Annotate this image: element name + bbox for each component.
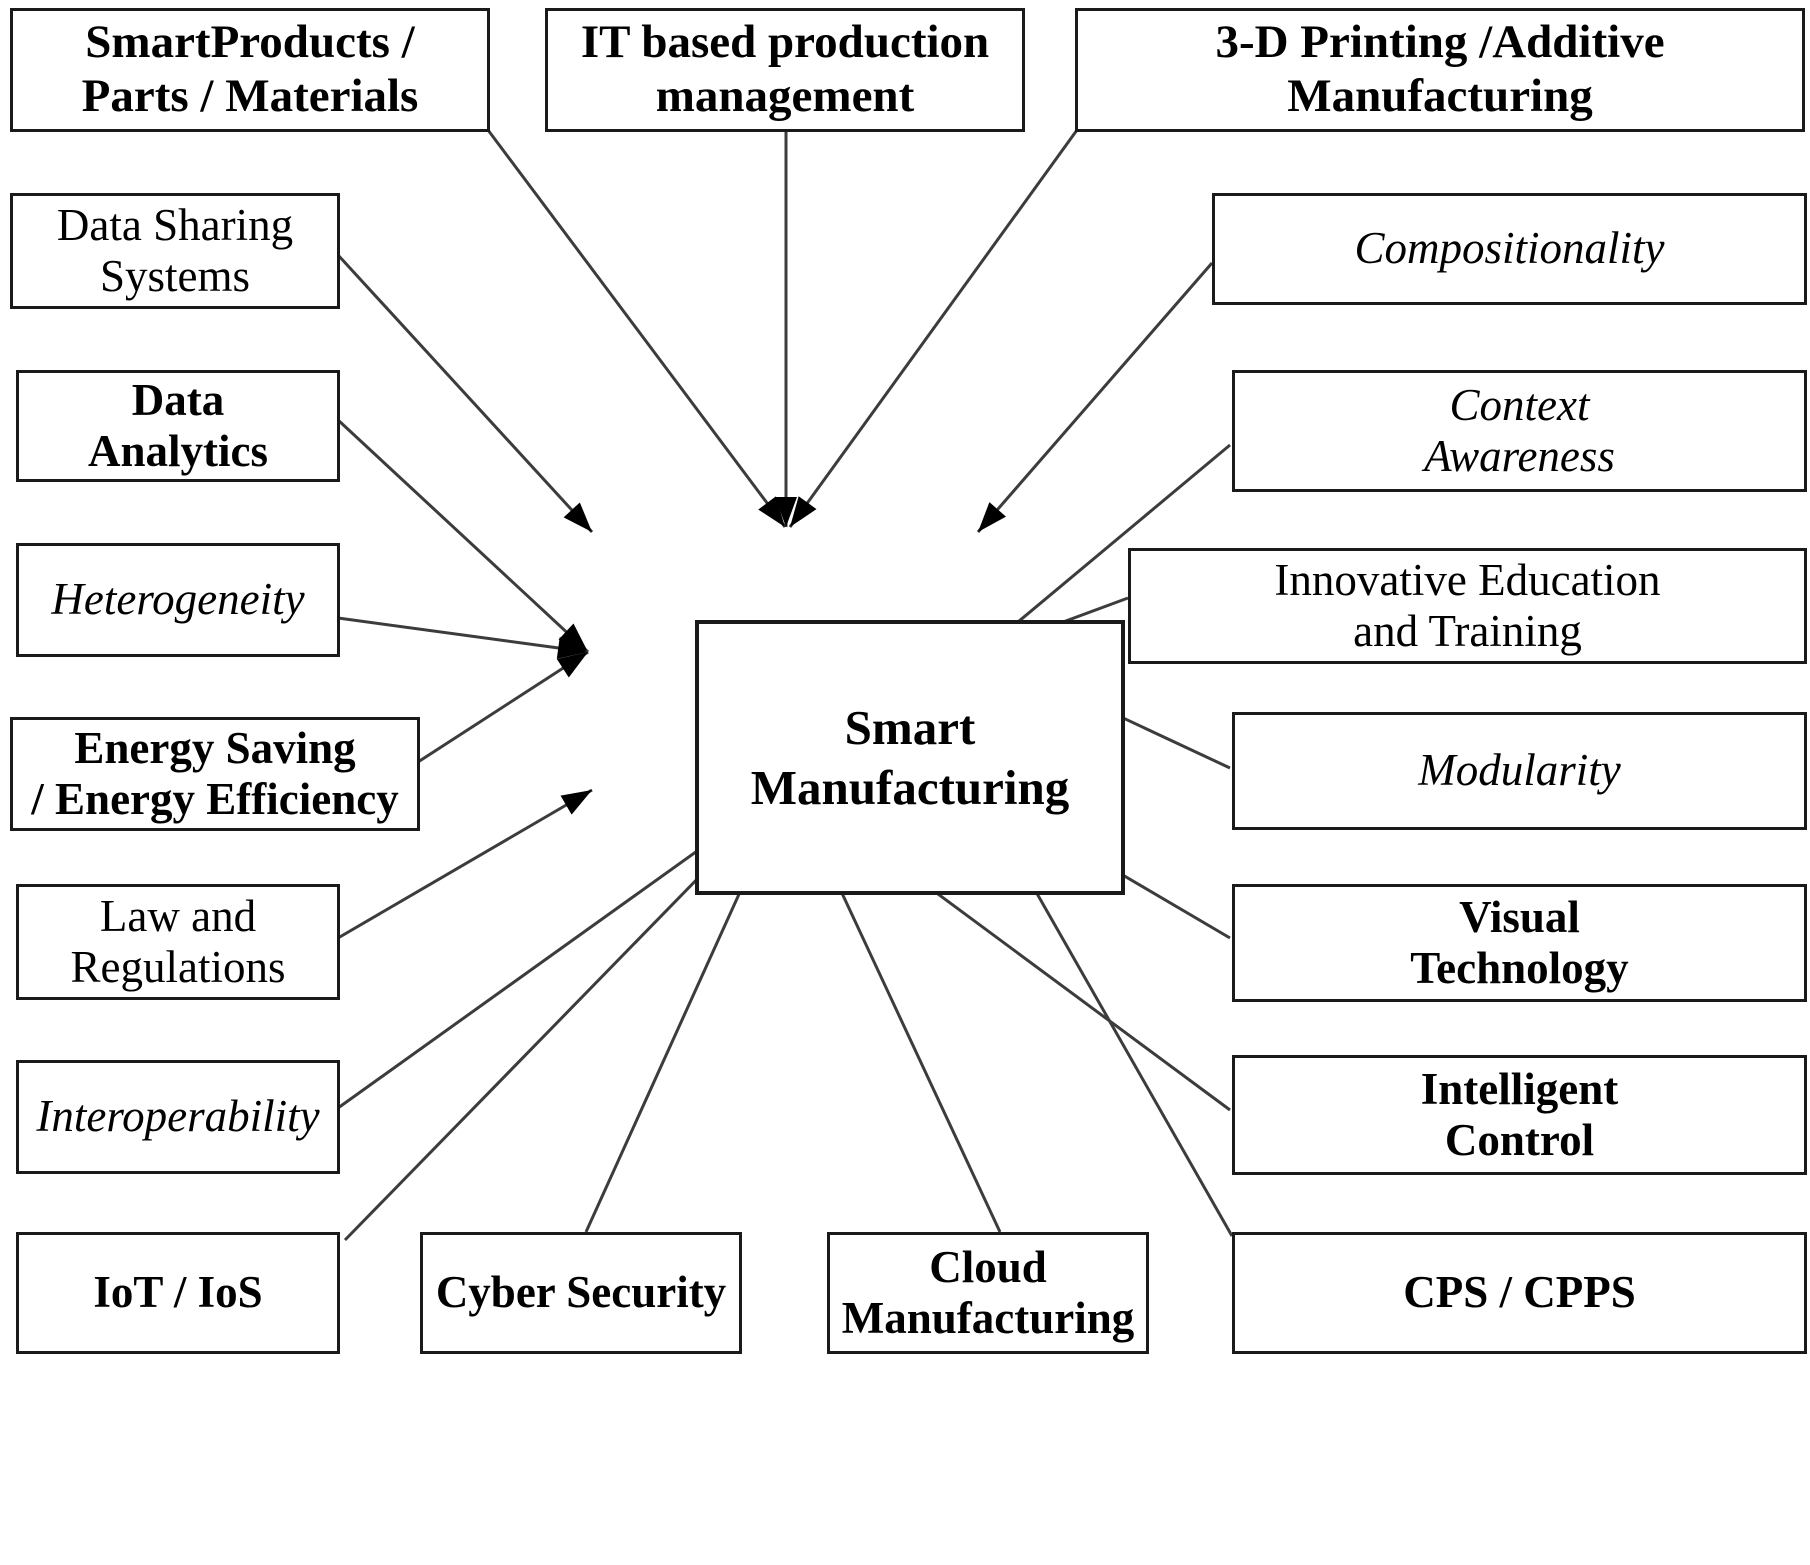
edge-line: [788, 129, 1079, 528]
node-intelligent-control[interactable]: Intelligent Control: [1232, 1055, 1807, 1175]
arrow-head-icon: [790, 496, 817, 527]
node-label: Visual Technology: [1410, 891, 1629, 993]
node-heterogeneity[interactable]: Heterogeneity: [16, 543, 340, 657]
node-label: Innovative Education and Training: [1274, 554, 1661, 656]
node-label: IoT / IoS: [93, 1267, 263, 1318]
arrow-head-icon: [556, 637, 588, 659]
node-label: 3-D Printing /Additive Manufacturing: [1215, 16, 1665, 122]
node-label: Cloud Manufacturing: [841, 1241, 1135, 1343]
node-cps-cpps[interactable]: CPS / CPPS: [1232, 1232, 1807, 1354]
arrow-head-icon: [563, 502, 592, 532]
node-label: Smart Manufacturing: [750, 699, 1070, 815]
arrow-head-icon: [775, 497, 797, 527]
node-label: Data Sharing Systems: [56, 199, 294, 301]
node-label: Heterogeneity: [51, 574, 305, 625]
arrow-head-icon: [758, 496, 785, 527]
node-energy-saving-efficiency[interactable]: Energy Saving / Energy Efficiency: [10, 717, 420, 831]
edge-line: [976, 262, 1214, 533]
edge-line: [337, 616, 589, 654]
node-label: IT based production management: [580, 16, 990, 122]
node-label: SmartProducts / Parts / Materials: [81, 16, 419, 122]
node-smart-products[interactable]: SmartProducts / Parts / Materials: [10, 8, 490, 132]
node-label: Context Awareness: [1424, 379, 1615, 481]
node-label: Cyber Security: [435, 1267, 727, 1318]
node-it-based-production-management[interactable]: IT based production management: [545, 8, 1025, 132]
node-label: Modularity: [1418, 745, 1621, 796]
node-label: Law and Regulations: [70, 890, 286, 992]
arrow-head-icon: [556, 652, 588, 678]
node-label: Interoperability: [36, 1091, 320, 1142]
node-cloud-manufacturing[interactable]: Cloud Manufacturing: [827, 1232, 1149, 1354]
edge-line: [336, 418, 590, 654]
arrow-head-icon: [558, 623, 588, 652]
node-data-sharing-systems[interactable]: Data Sharing Systems: [10, 193, 340, 309]
node-iot-ios[interactable]: IoT / IoS: [16, 1232, 340, 1354]
node-law-and-regulations[interactable]: Law and Regulations: [16, 884, 340, 1000]
node-label: Compositionality: [1354, 223, 1665, 274]
node-visual-technology[interactable]: Visual Technology: [1232, 884, 1807, 1002]
node-smart-manufacturing-center[interactable]: Smart Manufacturing: [695, 620, 1125, 895]
node-3d-printing-additive-manufacturing[interactable]: 3-D Printing /Additive Manufacturing: [1075, 8, 1805, 132]
node-compositionality[interactable]: Compositionality: [1212, 193, 1807, 305]
node-cyber-security[interactable]: Cyber Security: [420, 1232, 742, 1354]
node-innovative-education-and-training[interactable]: Innovative Education and Training: [1128, 548, 1807, 664]
node-label: CPS / CPPS: [1403, 1267, 1636, 1318]
node-label: Energy Saving / Energy Efficiency: [31, 722, 399, 824]
edge-line: [417, 650, 589, 764]
node-label: Data Analytics: [88, 374, 268, 476]
node-label: Intelligent Control: [1420, 1063, 1619, 1165]
arrow-head-icon: [560, 790, 592, 815]
node-data-analytics[interactable]: Data Analytics: [16, 370, 340, 482]
node-context-awareness[interactable]: Context Awareness: [1232, 370, 1807, 492]
edge-line: [486, 129, 787, 528]
edge-line: [336, 253, 594, 534]
node-modularity[interactable]: Modularity: [1232, 712, 1807, 830]
node-interoperability[interactable]: Interoperability: [16, 1060, 340, 1174]
arrow-head-icon: [978, 502, 1006, 532]
